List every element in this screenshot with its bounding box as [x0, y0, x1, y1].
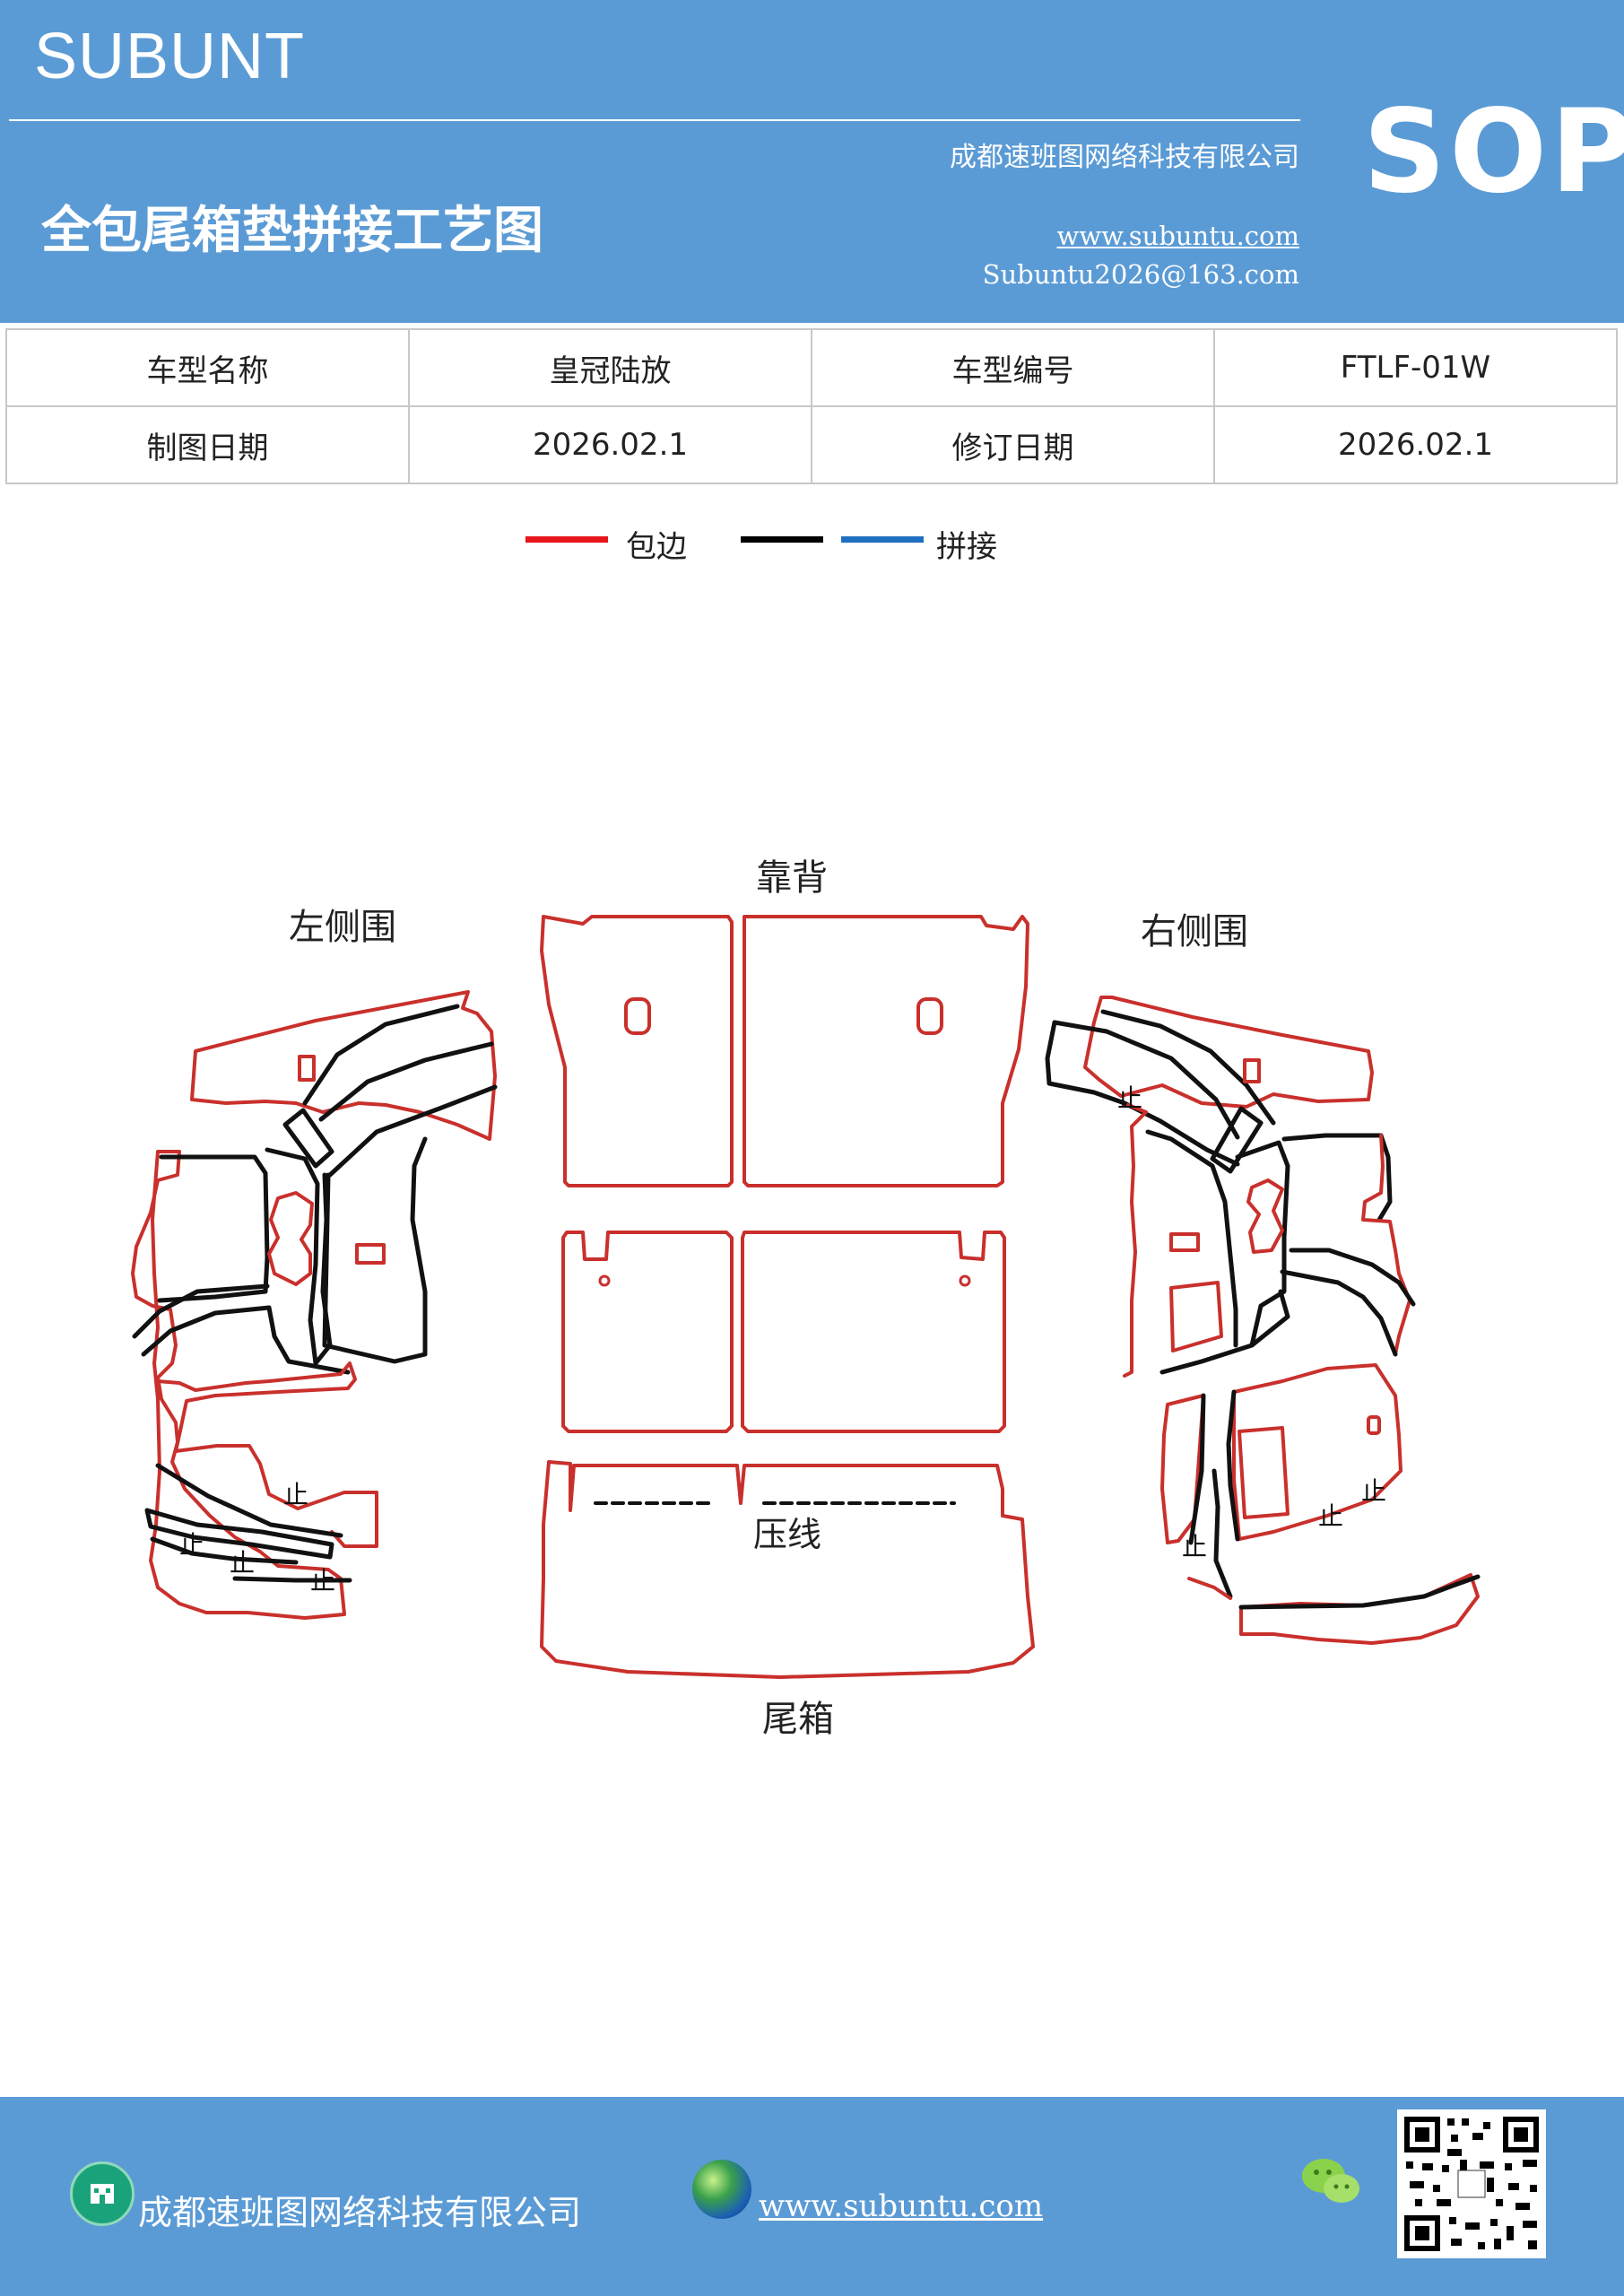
qr-code [1397, 2109, 1546, 2258]
legend-swatch-black [741, 536, 823, 543]
trunk-mat-diagram: 靠背 左侧围 右侧围 压线 尾箱 [131, 857, 1481, 1740]
backrest-right-panel [743, 915, 1029, 1187]
backrest-left-panel [540, 915, 734, 1187]
building-icon [70, 2161, 135, 2226]
table-cell: 2026.02.1 [1213, 405, 1618, 484]
stop-mark: 止 [1117, 1083, 1142, 1113]
legend-swatch-blue [841, 536, 924, 543]
wechat-icon[interactable] [1300, 2154, 1363, 2210]
table-cell: 车型编号 [811, 328, 1215, 407]
backrest-slot [624, 997, 651, 1035]
right-side-panels [1045, 996, 1481, 1645]
email-address: Subuntu2026@163.com [982, 259, 1299, 290]
label-trunk: 尾箱 [762, 1699, 834, 1740]
building-icon-glyph [91, 2184, 114, 2204]
table-row: 制图日期 2026.02.1 修订日期 2026.02.1 [5, 405, 1618, 484]
label-backrest: 靠背 [756, 857, 828, 899]
globe-icon [692, 2160, 751, 2219]
footer-banner: 成都速班图网络科技有限公司 www.subuntu.com [0, 2097, 1624, 2296]
stop-mark: 止 [310, 1566, 335, 1596]
stop-mark: 止 [1318, 1501, 1343, 1531]
backrest-slot [916, 997, 943, 1035]
middle-right-panel [741, 1231, 1006, 1433]
table-cell: FTLF-01W [1213, 328, 1618, 407]
table-cell: 皇冠陆放 [408, 328, 812, 407]
legend: 包边 拼接 [0, 526, 1624, 570]
stop-mark: 止 [179, 1530, 204, 1560]
stop-mark: 止 [283, 1480, 308, 1509]
table-cell: 车型名称 [5, 328, 410, 407]
legend-label-edge: 包边 [626, 529, 687, 565]
stop-mark: 止 [230, 1548, 255, 1578]
left-side-panels [131, 990, 498, 1620]
table-cell: 制图日期 [5, 405, 410, 484]
table-cell: 修订日期 [811, 405, 1215, 484]
footer-website-link[interactable]: www.subuntu.com [759, 2188, 1044, 2224]
legend-swatch-red [525, 536, 608, 543]
sop-badge: SOP [1363, 85, 1624, 219]
middle-hole [598, 1274, 611, 1287]
label-left-side: 左侧围 [289, 907, 396, 948]
document-title: 全包尾箱垫拼接工艺图 [41, 201, 543, 260]
stop-marks: 止 止 止 止 止 止 止 止 [179, 1083, 1386, 1596]
brand-name: SUBUNT [34, 21, 306, 92]
header-divider [9, 119, 1300, 121]
website-link[interactable]: www.subuntu.com [1056, 221, 1299, 251]
table-row: 车型名称 皇冠陆放 车型编号 FTLF-01W [5, 328, 1618, 407]
stop-mark: 止 [1361, 1476, 1386, 1506]
middle-left-panel [561, 1231, 734, 1433]
middle-hole [959, 1274, 971, 1287]
header-banner: SUBUNT 成都速班图网络科技有限公司 全包尾箱垫拼接工艺图 www.subu… [0, 0, 1624, 323]
label-right-side: 右侧围 [1141, 911, 1248, 952]
label-press-line: 压线 [753, 1515, 821, 1554]
stop-mark: 止 [1182, 1532, 1207, 1561]
trunk-floor-panel [540, 1460, 1035, 1679]
vehicle-info-table: 车型名称 皇冠陆放 车型编号 FTLF-01W 制图日期 2026.02.1 修… [5, 328, 1618, 484]
legend-label-seam: 拼接 [936, 529, 997, 565]
qr-code-image [1397, 2109, 1546, 2258]
footer-company-name: 成都速班图网络科技有限公司 [138, 2193, 582, 2232]
table-cell: 2026.02.1 [408, 405, 812, 484]
company-name: 成都速班图网络科技有限公司 [950, 142, 1299, 173]
